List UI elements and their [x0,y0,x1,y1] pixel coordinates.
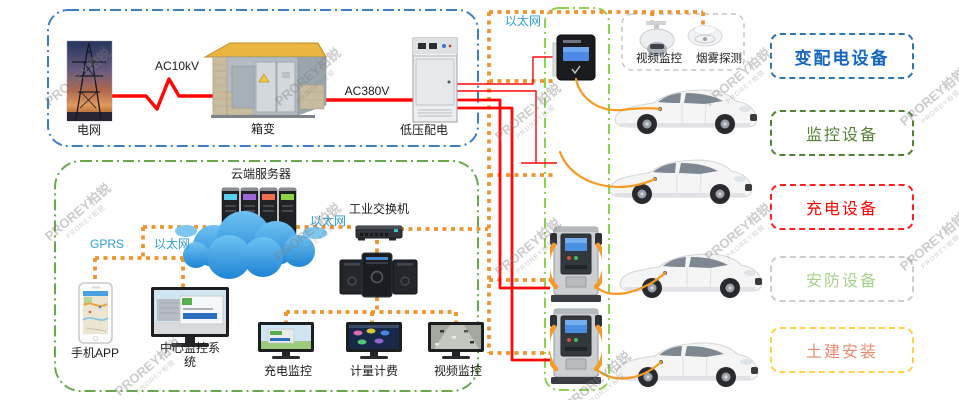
car-4 [615,342,759,388]
camera-label: 视频监控 [636,53,682,65]
smoke-detector-icon [687,25,723,47]
transformer-graphic [203,42,327,118]
car-2 [609,159,753,205]
gprs-label: GPRS [89,237,125,251]
ethernet-cloud-label: 以太网 [309,214,347,228]
charging-monitor-graphic [258,322,314,359]
charging-cable-3 [594,271,667,295]
video-monitor-graphic [428,322,484,359]
billing-monitor-label: 计量计费 [349,364,399,378]
server-towers-graphic [339,252,418,298]
center-monitor-label: 中心监控系统 [159,341,220,369]
cloud-label: 云端服务器 [230,167,292,181]
legend-item-civil-works: 土建安装 [770,327,914,373]
billing-monitor-graphic [346,322,402,359]
charger1-feed-line [457,98,550,290]
floor-charger-1-graphic [547,227,604,302]
legend-item-charging: 充电设备 [770,184,914,230]
legend-label: 充电设备 [805,201,878,218]
wallbox2-feed-line [457,90,557,164]
legend-label: 变配电设备 [794,48,890,68]
ac10kv-label: AC10kV [154,59,200,73]
wallbox-feed-line [457,56,557,85]
industrial-switch-graphic [355,225,403,241]
floor-charger-2-graphic [547,309,604,384]
charging-cable-1 [574,77,662,112]
power-zone-box [47,9,479,147]
power-tower-photo [66,40,113,122]
legend-label: 安防设备 [805,273,878,290]
charger-zone-box [544,7,610,391]
phone-label: 手机APP [70,346,120,360]
legend-label: 监控设备 [805,127,878,144]
ethernet-top-label: 以太网 [504,14,542,28]
legend-item-security: 安防设备 [770,256,914,302]
video-monitor-label: 视频监控 [433,364,483,378]
transformer-label: 箱变 [250,122,276,136]
lv-dist-label: 低压配电 [399,123,449,137]
switch-label: 工业交换机 [348,202,410,216]
car-3 [619,253,763,299]
charging-monitor-label: 充电监控 [263,364,313,378]
power-lines [112,56,557,362]
security-zone-box [621,13,745,71]
legend-item-monitoring: 监控设备 [770,110,914,156]
ethernet-left-label: 以太网 [153,237,191,251]
charger2-feed-line [457,106,550,362]
legend-label: 土建安装 [805,344,878,361]
charging-cable-4 [594,360,663,380]
center-monitor-graphic [151,287,229,347]
ac10kv-line [112,77,214,111]
lv-cabinet-graphic [412,37,458,123]
charging-cable-2 [558,150,657,188]
dome-camera-icon [639,21,675,56]
car-1 [614,89,758,135]
ac380v-label: AC380V [344,84,390,98]
grid-label: 电网 [76,123,102,137]
smoke-label: 烟雾探测 [696,53,742,65]
phone-graphic [78,282,113,344]
cloud-server-graphic [175,187,327,279]
wallbox-charger-graphic [552,34,596,81]
legend-item-power-distribution: 变配电设备 [770,33,914,79]
